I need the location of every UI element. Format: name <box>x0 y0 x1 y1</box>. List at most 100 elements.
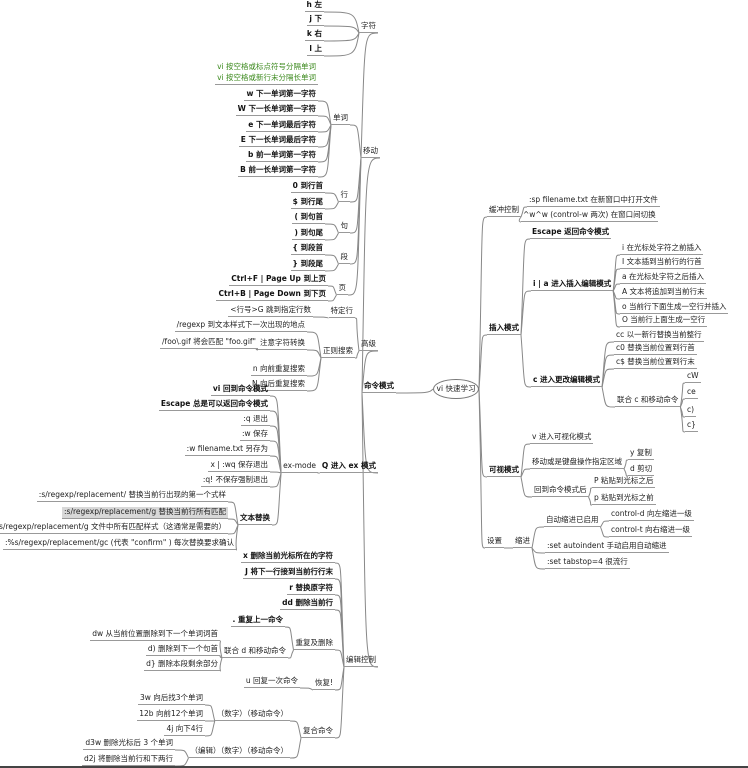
connector <box>204 720 216 737</box>
connector <box>306 349 322 359</box>
connector <box>679 382 686 408</box>
leaf: I 文本插到当前行的行首 <box>620 257 704 269</box>
leaf: 0 到行首 <box>290 181 325 193</box>
node-visual-back[interactable]: 回到命令模式后 <box>532 485 589 497</box>
leaf: 注意字符转换 <box>258 338 307 350</box>
node-insert-mode[interactable]: 插入模式 <box>487 323 521 335</box>
node-regex-search[interactable]: 正则搜索 <box>321 346 355 358</box>
node-indent[interactable]: 缩进 <box>513 536 532 548</box>
node-visual-select[interactable]: 移动或是键盘操作指定区域 <box>530 457 624 469</box>
connector <box>269 440 282 474</box>
node-advanced[interactable]: 高级 <box>359 339 378 351</box>
node-text-substitution[interactable]: 文本替换 <box>238 513 272 525</box>
leaf: u 回复一次命令 <box>243 676 300 688</box>
node-settings[interactable]: 设置 <box>485 536 504 548</box>
node-specific-line[interactable]: 特定行 <box>328 306 355 318</box>
connector <box>317 124 332 178</box>
connector <box>354 317 360 352</box>
node-change-edit[interactable]: c 进入更改编辑模式 <box>531 375 603 387</box>
connector <box>219 640 223 659</box>
root-node[interactable]: vi 快速学习 <box>433 379 479 399</box>
node-visual-mode[interactable]: 可视模式 <box>487 465 521 477</box>
leaf: Escape 总是可以返回命令模式 <box>158 399 270 411</box>
leaf: W 下一长单词第一字符 <box>235 104 318 116</box>
connector <box>679 406 686 433</box>
leaf: e 下一单词最后字符 <box>246 120 318 132</box>
leaf: d) 删除到下一个句首 <box>145 644 220 656</box>
connector <box>317 124 332 133</box>
leaf: c0 替换当前位置到行首 <box>614 343 697 355</box>
leaf: } 到段尾 <box>290 259 325 271</box>
leaf: /foo\.gif 将会匹配 "foo.gif" <box>160 337 258 349</box>
leaf: 4j 向下4行 <box>164 724 205 736</box>
connector <box>269 472 282 488</box>
connector <box>334 666 345 739</box>
leaf: i 在光标处字符之前插入 <box>620 243 704 255</box>
leaf: d 剪切 <box>628 464 655 476</box>
leaf: x | :wq 保存退出 <box>208 460 270 472</box>
leaf: v 进入可视化模式 <box>530 432 594 444</box>
node-word[interactable]: 单词 <box>331 113 350 125</box>
connector <box>323 32 360 42</box>
connector <box>324 201 339 210</box>
connector <box>324 263 339 272</box>
connector <box>289 720 302 739</box>
connector <box>478 334 488 390</box>
connector <box>588 487 593 498</box>
connector <box>219 657 223 672</box>
leaf: :set tabstop=4 很流行 <box>545 557 630 569</box>
node-num-move[interactable]: （数字）（移动命令） <box>214 709 290 721</box>
connector <box>323 32 360 57</box>
node-auto-indent[interactable]: 自动缩进已启用 <box>544 515 601 527</box>
leaf: $ 到行尾 <box>290 197 325 209</box>
leaf: P 粘贴到光标之后 <box>592 476 656 488</box>
connector <box>324 192 339 203</box>
node-repeat-delete[interactable]: 重复及删除 <box>293 638 335 650</box>
node-char[interactable]: 字符 <box>359 21 378 33</box>
connector <box>289 737 302 759</box>
node-ex-mode[interactable]: Q 进入 ex 模式 <box>319 461 378 473</box>
leaf: vi 回到命令模式 <box>210 384 270 396</box>
node-edit-control[interactable]: 编辑控制 <box>344 655 378 667</box>
connector <box>679 398 686 408</box>
connector <box>306 331 322 359</box>
connector <box>520 238 531 336</box>
leaf: d} 删除本段剩余部分 <box>144 659 220 671</box>
connector <box>235 524 239 551</box>
node-line[interactable]: 行 <box>338 190 350 202</box>
connector <box>227 518 239 526</box>
leaf: { 到段首 <box>290 243 325 255</box>
node-buffer-control[interactable]: 缓冲控制 <box>487 205 521 217</box>
leaf: /regexp 到文本样式下一次出现的地点 <box>174 320 307 332</box>
connector <box>588 496 593 506</box>
node-command-mode[interactable]: 命令模式 <box>362 381 396 393</box>
leaf: cc 以一新行替换当前整行 <box>614 330 704 342</box>
connector <box>204 704 216 722</box>
node-page[interactable]: 页 <box>336 283 348 295</box>
leaf: x 删除当前光标所在的字符 <box>241 551 335 563</box>
node-undo[interactable]: 恢复! <box>312 678 335 690</box>
connector <box>600 526 610 538</box>
note-green: vi 按空格或新行末分隔长单词 <box>215 73 318 85</box>
connector <box>612 283 621 292</box>
leaf: E 下一长单词最后字符 <box>238 135 318 147</box>
node-sentence[interactable]: 句 <box>338 221 350 233</box>
node-c-combo[interactable]: 联合 c 和移动命令 <box>615 395 681 407</box>
leaf: O 当前行上面生成一空行 <box>620 315 708 327</box>
connector <box>323 25 360 34</box>
node-move[interactable]: 移动 <box>361 146 380 158</box>
connector <box>317 115 332 126</box>
node-edit-num-move[interactable]: （编辑）（数字）（移动命令） <box>188 746 290 758</box>
connector <box>349 124 362 159</box>
node-compound[interactable]: 复合命令 <box>301 726 335 738</box>
connector <box>361 157 381 394</box>
node-insert-edit[interactable]: i | a 进入插入编辑模式 <box>531 279 614 291</box>
node-paragraph[interactable]: 段 <box>338 252 350 264</box>
leaf: <行号>G 跳到指定行数 <box>228 305 313 317</box>
leaf: j 下 <box>307 14 324 26</box>
node-d-combo[interactable]: 联合 d 和移动命令 <box>221 646 288 658</box>
node-ex-mode-sub[interactable]: ex-mode <box>281 461 318 473</box>
connector <box>520 206 528 218</box>
connector <box>612 290 621 328</box>
